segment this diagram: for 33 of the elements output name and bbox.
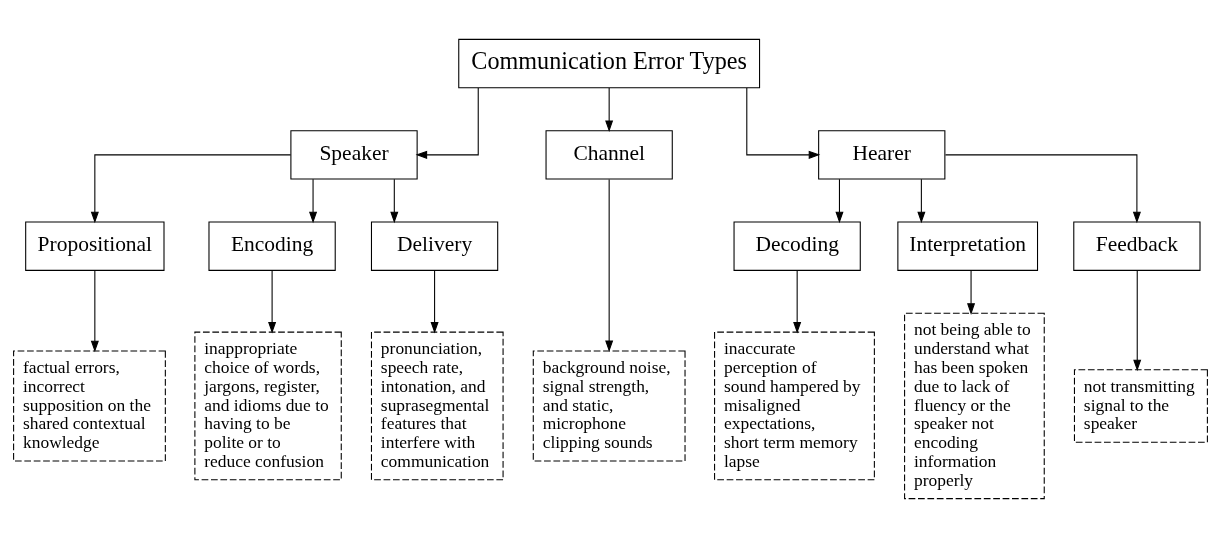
arrow: [967, 269, 976, 315]
node-box: Feedback: [1073, 220, 1201, 271]
arrow: [793, 269, 802, 334]
node-box: pronunciation, speech rate, intonation, and suprasegmental features that interfere with communication: [370, 331, 504, 480]
arrow: [268, 269, 277, 334]
node-box: factual errors, incorrect supposition on the shared contextual knowledge: [13, 349, 166, 462]
node-box: Communication Error Types: [458, 38, 761, 88]
arrow: [605, 178, 614, 352]
node-box: inappropriate choice of words, jargons, register, and idioms due to having to be polite or to reduce confusion: [194, 331, 342, 480]
arrow: [390, 178, 399, 223]
node-box: Delivery: [370, 220, 499, 271]
arrow: [1133, 269, 1142, 371]
node-box: not transmitting signal to the speaker: [1073, 368, 1208, 443]
arrow: [415, 86, 479, 159]
node-box: Hearer: [818, 129, 946, 180]
node-box: Speaker: [290, 129, 418, 180]
arrow: [835, 178, 844, 223]
arrow: [746, 86, 821, 159]
node-box: background noise, signal strength, and static, microphone clipping sounds: [532, 349, 686, 462]
node-box: Interpretation: [897, 220, 1039, 271]
arrow: [917, 178, 926, 223]
node-box: Decoding: [733, 220, 861, 271]
node-box: Encoding: [208, 220, 336, 271]
node-box: inaccurate perception of sound hampered by misaligned expectations, short term memory lapse: [714, 331, 875, 480]
arrow: [90, 269, 99, 352]
node-box: not being able to understand what has been spoken due to lack of fluency or the speaker not encoding information properly: [904, 312, 1045, 499]
arrow: [944, 153, 1141, 223]
arrow: [90, 153, 292, 223]
arrow: [309, 178, 318, 223]
arrow: [605, 86, 614, 132]
arrow: [430, 269, 439, 334]
node-box: Propositional: [25, 220, 165, 271]
node-box: Channel: [545, 129, 673, 180]
